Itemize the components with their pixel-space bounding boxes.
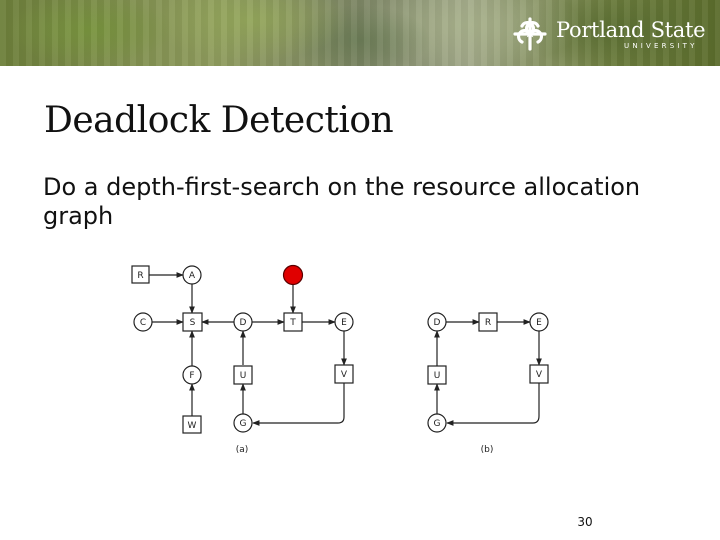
psu-logo-mark-icon <box>513 17 547 51</box>
portland-state-logo: Portland State UNIVERSITY <box>512 14 712 54</box>
resource-allocation-graph-diagram: R A C S D T E F U V W G (a) D R E U V G … <box>131 264 549 455</box>
label-r: R <box>137 271 143 281</box>
node-b-g-circle <box>427 413 447 433</box>
caption-b: (b) <box>481 445 494 455</box>
label-b-e: E <box>536 318 542 328</box>
label-f: F <box>189 371 194 381</box>
label-c: C <box>140 318 146 328</box>
node-b-r-box <box>478 312 498 332</box>
node-u-box <box>233 365 253 385</box>
graph-b-labels: D R E U V G (b) <box>434 318 543 455</box>
page-number: 30 <box>577 515 593 529</box>
logo-subtitle: UNIVERSITY <box>624 42 698 50</box>
node-w-box <box>182 415 202 434</box>
label-b-u: U <box>434 371 441 381</box>
label-s: S <box>190 318 196 328</box>
label-b-g: G <box>434 419 441 429</box>
slide-body-text: Do a depth-first-search on the resource … <box>43 173 641 230</box>
edge-v-g <box>252 383 345 426</box>
label-b-v: V <box>536 370 543 380</box>
header-banner <box>0 0 720 66</box>
node-v-box <box>334 364 354 384</box>
label-e: E <box>341 318 347 328</box>
label-a: A <box>189 271 196 281</box>
node-e-circle <box>334 312 354 332</box>
label-u: U <box>240 371 247 381</box>
graph-a-labels: R A C S D T E F U V W G (a) <box>137 271 348 455</box>
label-b-d: D <box>434 318 441 328</box>
node-f-circle <box>182 365 202 385</box>
node-b-u-box <box>427 365 447 385</box>
caption-a: (a) <box>236 445 249 455</box>
label-w: W <box>188 421 197 431</box>
node-c-circle <box>133 312 153 332</box>
node-s-box <box>182 312 203 332</box>
logo-name: Portland State <box>556 18 706 42</box>
node-t-box <box>283 312 303 332</box>
node-r-box <box>131 265 150 284</box>
label-t: T <box>289 318 296 328</box>
edge-b-v-g <box>446 383 540 426</box>
graph-b <box>427 312 549 433</box>
label-v: V <box>341 370 348 380</box>
slide-title: Deadlock Detection <box>44 100 394 141</box>
graph-a <box>131 264 354 434</box>
node-b-d-circle <box>427 312 447 332</box>
node-a-circle <box>182 265 202 285</box>
node-b-e-circle <box>529 312 549 332</box>
node-highlight-red-circle <box>282 264 304 286</box>
label-d: D <box>240 318 247 328</box>
label-b-r: R <box>485 318 491 328</box>
label-g: G <box>240 419 247 429</box>
node-g-circle <box>233 413 253 433</box>
node-b-v-box <box>529 364 549 384</box>
node-d-circle <box>233 312 253 332</box>
